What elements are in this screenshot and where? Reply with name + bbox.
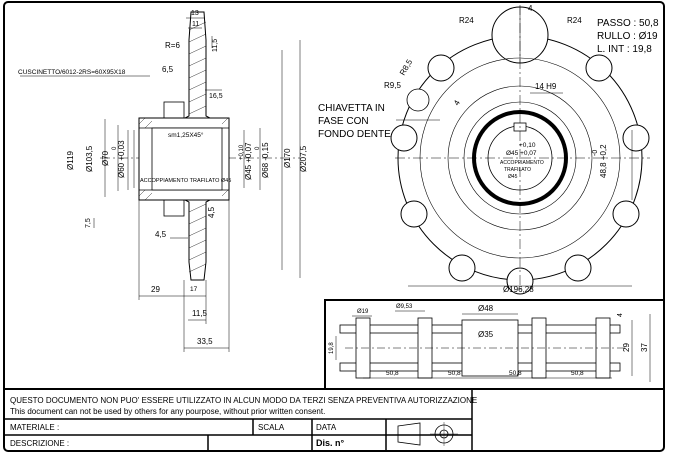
dim-45-front: Ø45 +0,07 [506, 150, 537, 157]
scale-label: SCALA [258, 423, 285, 432]
chain-roller-small [406, 88, 430, 112]
hub-hatch [138, 117, 229, 201]
notice-english: This document can not be used by others … [10, 407, 326, 416]
notice-italian: QUESTO DOCUMENTO NON PUO' ESSERE UTILIZZ… [10, 396, 478, 405]
section-view: 13 11 R=6 11,5 6,5 CUSCINETTO/6012-2RS=6… [18, 10, 308, 352]
fit-note-front-2: TRAFILATO [504, 167, 531, 173]
dim-14h9: 14 H9 [535, 82, 557, 91]
dim-r6: R=6 [165, 41, 180, 50]
date-label: DATA [316, 423, 337, 432]
drawing-number-label: Dis. n° [316, 438, 345, 448]
dim-4-5-right: 4,5 [207, 206, 216, 218]
chamfer-note: sm1,25X45° [168, 131, 204, 139]
projection-symbol-cone [397, 422, 421, 446]
dim-16-5: 16,5 [209, 93, 223, 100]
flange-right [163, 199, 185, 217]
dim-7-5: 7,5 [85, 218, 92, 228]
material-label: MATERIALE : [10, 423, 60, 432]
dim-70: Ø70 [101, 150, 110, 166]
dim-r8-5: R8,5 [398, 57, 415, 77]
dim-33-5: 33,5 [197, 337, 213, 346]
section-web-hatch [188, 21, 207, 273]
dim-207-5: Ø207,5 [299, 145, 308, 172]
chain-view: Ø19 Ø9,53 Ø48 Ø35 19,8 4 29 37 50,8 50,8… [329, 304, 651, 382]
chain-pitch-2: 50,8 [448, 370, 461, 377]
dim-11-5-top: 11,5 [212, 39, 219, 52]
dim-r9-5: R9,5 [384, 81, 401, 90]
dim-6-5: 6,5 [162, 65, 174, 74]
chain-pitch-1: 50,8 [386, 370, 399, 377]
chain-dim-48: Ø48 [478, 304, 494, 313]
fit-note-front-3: Ø45 [508, 174, 518, 180]
chain-inner-width: L. INT : 19,8 [597, 44, 652, 55]
dim-17: 17 [190, 286, 198, 293]
chain-pitch: PASSO : 50,8 [597, 18, 659, 29]
key-note-2: FASE CON [318, 116, 369, 127]
dim-4-key: 4 [452, 98, 462, 107]
fit-note-section: ACCOPPIAMENTO TRAFILATO Ø45 [140, 178, 231, 184]
dim-45: Ø45 +0,07 [244, 142, 253, 180]
front-view: PASSO : 50,8 RULLO : Ø19 L. INT : 19,8 R… [318, 4, 659, 295]
dim-68: Ø68 -0,15 [261, 142, 270, 178]
flange-left [163, 101, 185, 119]
dim-45-tol: +0,10 [239, 144, 245, 160]
chain-detail-frame [324, 299, 665, 390]
title-block [4, 389, 473, 451]
description-label: DESCRIZIONE : [10, 439, 70, 448]
dim-r24-right: R24 [567, 16, 582, 25]
chain-dim-9-53: Ø9,53 [396, 304, 413, 310]
key-note-1: CHIAVETTA IN [318, 103, 385, 114]
chain-roller: RULLO : Ø19 [597, 31, 658, 42]
dim-103-5: Ø103,5 [85, 145, 94, 172]
dim-68-tol: 0 [255, 146, 261, 150]
dim-top-11: 11 [192, 21, 199, 28]
dim-29: 29 [151, 285, 160, 294]
chain-dim-37: 37 [640, 343, 649, 352]
chain-dim-35: Ø35 [478, 330, 494, 339]
key-note-3: FONDO DENTE [318, 129, 391, 140]
dim-r24-left: R24 [459, 16, 474, 25]
chain-dim-29: 29 [622, 343, 631, 352]
dim-4-top: 4 [528, 4, 533, 13]
hub-inner-sleeve [151, 127, 223, 191]
chain-pitch-4: 50,8 [571, 370, 584, 377]
dim-4-5-left: 4,5 [155, 230, 167, 239]
dim-60-tol: 0 [112, 146, 118, 150]
dim-60: Ø60 +0,03 [117, 140, 126, 178]
dim-11-5-bottom: 11,5 [192, 309, 208, 318]
chain-dim-19-8: 19,8 [329, 342, 335, 354]
chain-pitch-3: 50,8 [509, 370, 522, 377]
dim-48-8: 48,8 +0,2 [599, 144, 608, 178]
dim-top-13: 13 [191, 10, 199, 17]
dim-48-8-tol: -0 [592, 150, 599, 156]
bearing-note: CUSCINETTO/6012-2RS=60X95X18 [18, 69, 126, 76]
section-dim-lines [20, 17, 301, 352]
dim-45-front-tol: +0,10 [519, 142, 536, 149]
dim-196-28: Ø196,28 [503, 285, 534, 294]
dim-119: Ø119 [66, 150, 75, 170]
fit-note-front-1: ACCOPPIAMENTO [500, 160, 544, 166]
dim-170: Ø170 [283, 148, 292, 168]
chain-dim-19: Ø19 [357, 309, 369, 315]
sheet-border [3, 1, 665, 452]
chain-dim-4: 4 [617, 313, 624, 317]
